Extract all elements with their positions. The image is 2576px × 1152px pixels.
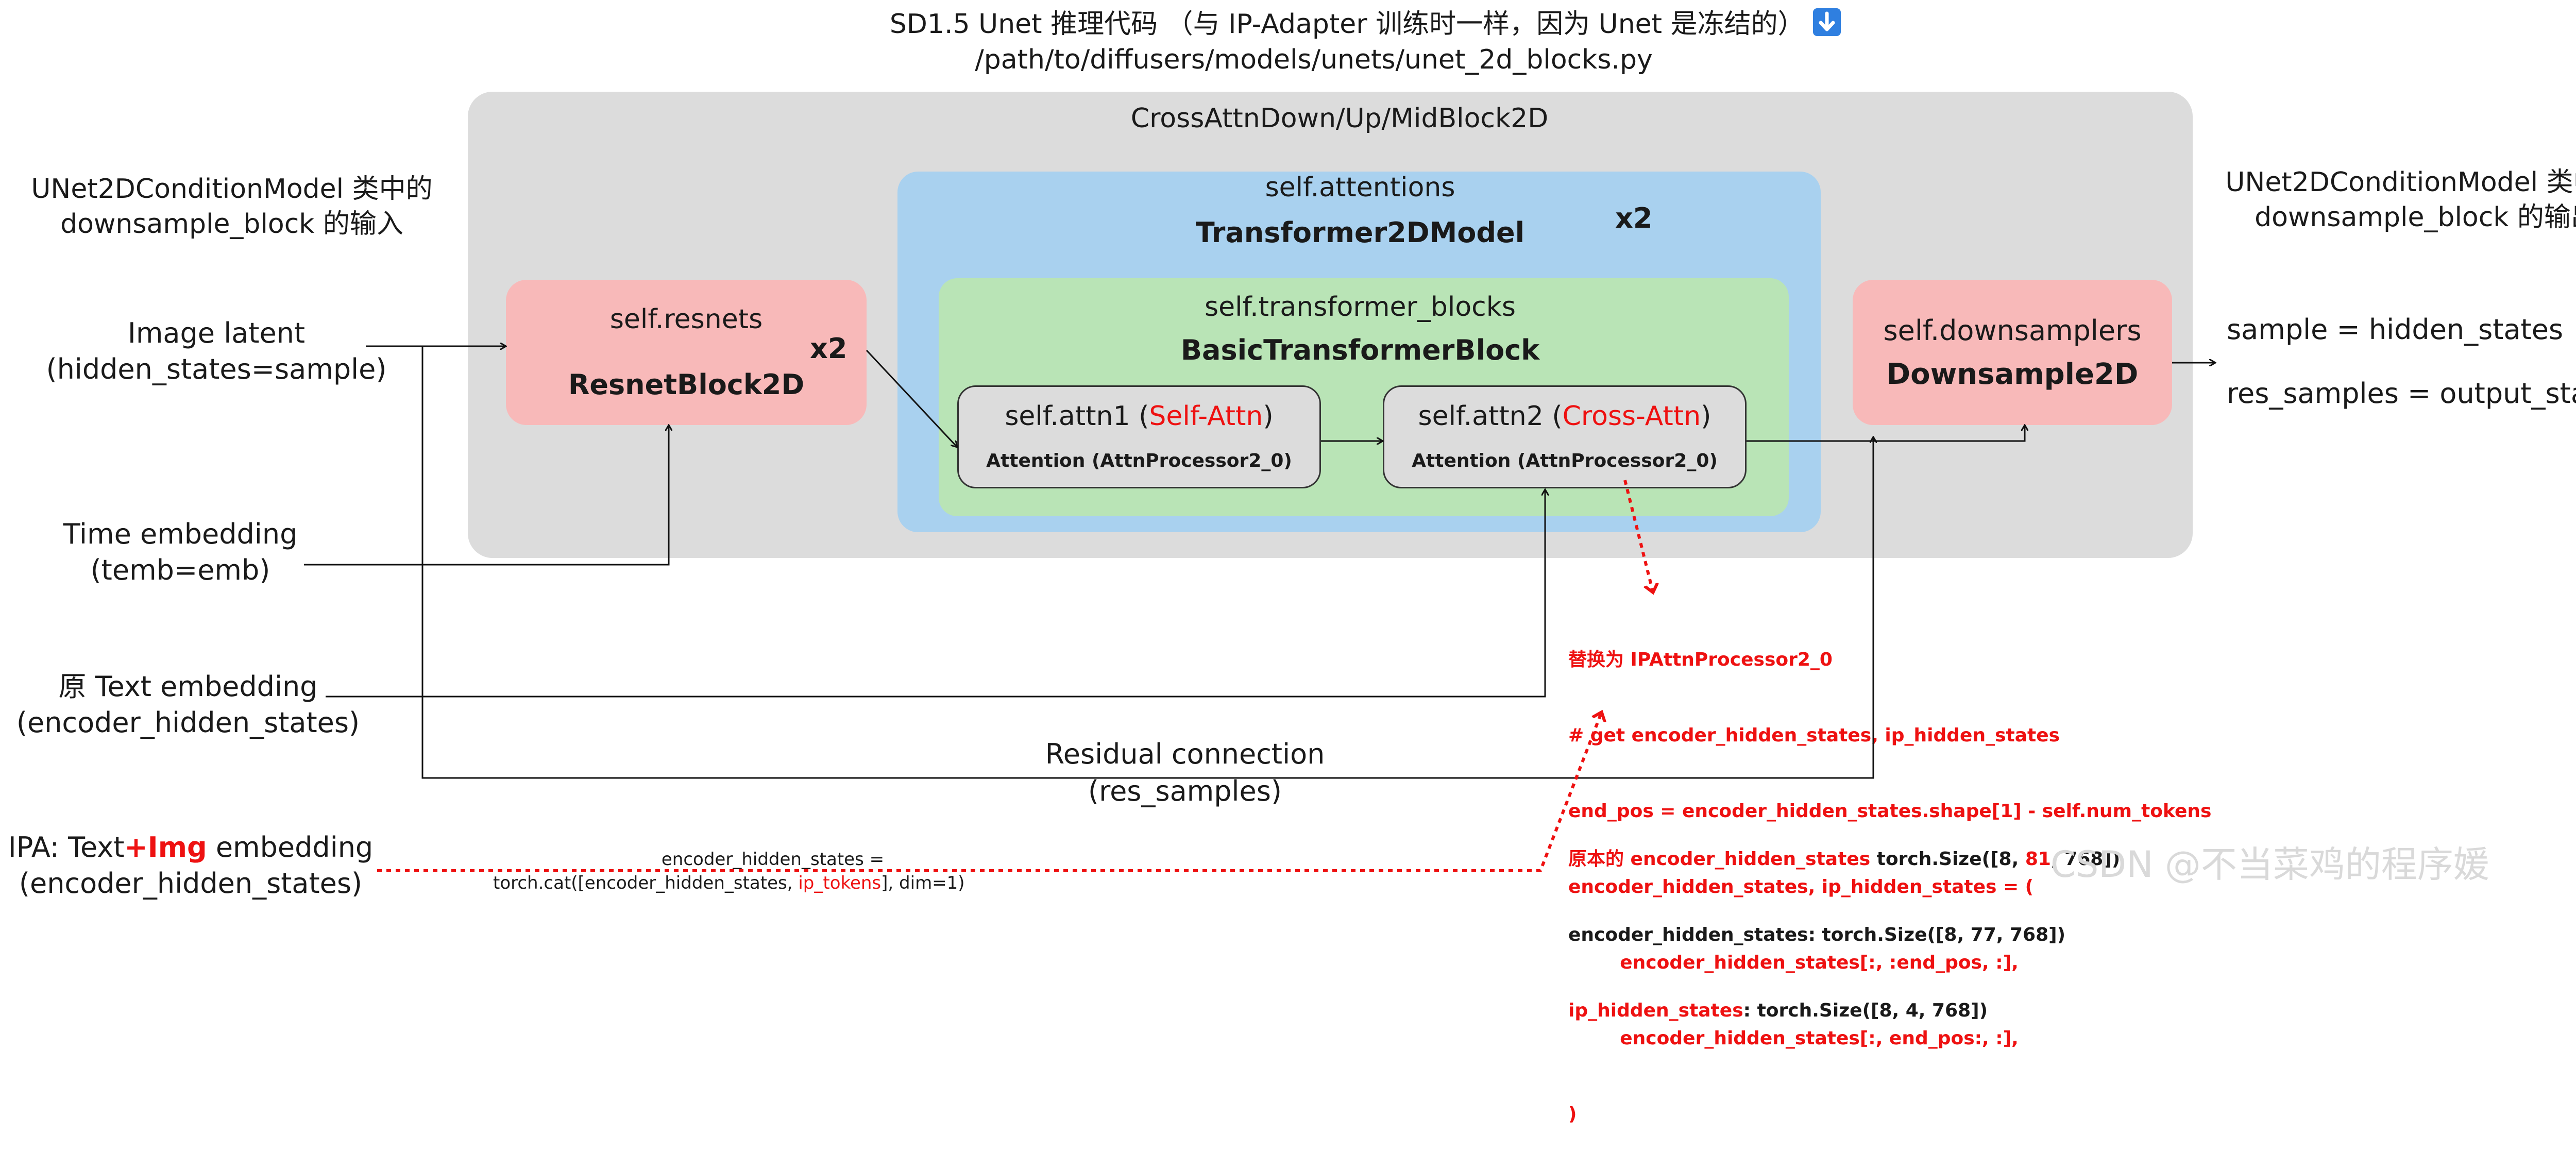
attn2-box (1383, 385, 1747, 488)
image-latent-label: Image latent (hidden_states=sample) (46, 317, 387, 385)
code-line: ) (1568, 1104, 1577, 1125)
attn1-box (957, 385, 1321, 488)
transformer-blocks-class: BasicTransformerBlock (1180, 334, 1540, 366)
downsamplers-attr: self.downsamplers (1883, 314, 2142, 347)
edge-attn2-to-downsamplers (1747, 425, 2025, 442)
code-line: 替换为 IPAttnProcessor2_0 (1568, 649, 1833, 670)
edge-attn2-to-code (1623, 480, 1653, 591)
edge-temb-to-resnets (304, 425, 669, 566)
file-path: /path/to/diffusers/models/unets/unet_2d_… (975, 44, 1653, 75)
attentions-multiplier: x2 (1615, 202, 1653, 234)
time-embedding-label: Time embedding (temb=emb) (63, 518, 298, 586)
attn1-processor: Attention (AttnProcessor2_0) (986, 450, 1292, 471)
resnets-class: ResnetBlock2D (568, 368, 805, 401)
outer-block-label: CrossAttnDown/Up/MidBlock2D (1130, 103, 1549, 134)
output-caption: UNet2DConditionModel 类中的 downsample_bloc… (2225, 167, 2576, 233)
edge-ipa-to-code (377, 713, 1601, 872)
shape-encoder: encoder_hidden_states: torch.Size([8, 77… (1568, 924, 2066, 945)
downsamplers-class: Downsample2D (1886, 358, 2139, 391)
code-line: # get encoder_hidden_states, ip_hidden_s… (1568, 725, 2060, 746)
ipa-embedding-label: IPA: Text+Img embedding (encoder_hidden_… (8, 831, 374, 900)
output-res-samples: res_samples = output_states (2227, 377, 2576, 410)
shape-ip: ip_hidden_states: torch.Size([8, 4, 768]… (1568, 1000, 1988, 1021)
attn2-processor: Attention (AttnProcessor2_0) (1412, 450, 1718, 471)
edge-resnets-to-attn1 (866, 349, 957, 447)
cross-attn-highlight: Cross-Attn (1562, 401, 1701, 432)
output-sample: sample = hidden_states (2227, 313, 2564, 346)
input-caption: UNet2DConditionModel 类中的 downsample_bloc… (31, 174, 433, 240)
connection-wires (304, 0, 2576, 872)
watermark: CSDN @不当菜鸡的程序媛 (2050, 843, 2489, 886)
residual-label: Residual connection (res_samples) (1045, 738, 1325, 807)
downsamplers-block (1853, 280, 2172, 425)
img-highlight: +Img (124, 831, 207, 863)
resnets-block (506, 280, 867, 425)
code-line: encoder_hidden_states, ip_hidden_states … (1568, 876, 2034, 897)
resnets-attr: self.resnets (609, 304, 763, 335)
attn1-label: self.attn1 (Self-Attn) (1005, 401, 1274, 432)
transformer-blocks-attr: self.transformer_blocks (1205, 292, 1516, 323)
code-line: end_pos = encoder_hidden_states.shape[1]… (1568, 801, 2212, 822)
text-embedding-label: 原 Text embedding (encoder_hidden_states) (16, 670, 360, 739)
attentions-class: Transformer2DModel (1195, 216, 1525, 249)
resnets-multiplier: x2 (810, 332, 848, 365)
edge-text-to-attn2 (326, 489, 1545, 698)
down-arrow-icon (1813, 8, 1841, 36)
diagram-title: SD1.5 Unet 推理代码 （与 IP-Adapter 训练时一样，因为 U… (773, 2, 1958, 41)
attentions-attr: self.attentions (1265, 172, 1455, 203)
self-attn-highlight: Self-Attn (1149, 401, 1263, 432)
title-text: SD1.5 Unet 推理代码 （与 IP-Adapter 训练时一样，因为 U… (889, 9, 1805, 40)
edge-residual (421, 346, 1873, 779)
concat-note-line1: encoder_hidden_states = (661, 849, 885, 870)
concat-note-line2: torch.cat([encoder_hidden_states, ip_tok… (493, 873, 965, 893)
shape-original: 原本的 encoder_hidden_states torch.Size([8,… (1568, 849, 2121, 870)
attn2-label: self.attn2 (Cross-Attn) (1418, 401, 1711, 432)
